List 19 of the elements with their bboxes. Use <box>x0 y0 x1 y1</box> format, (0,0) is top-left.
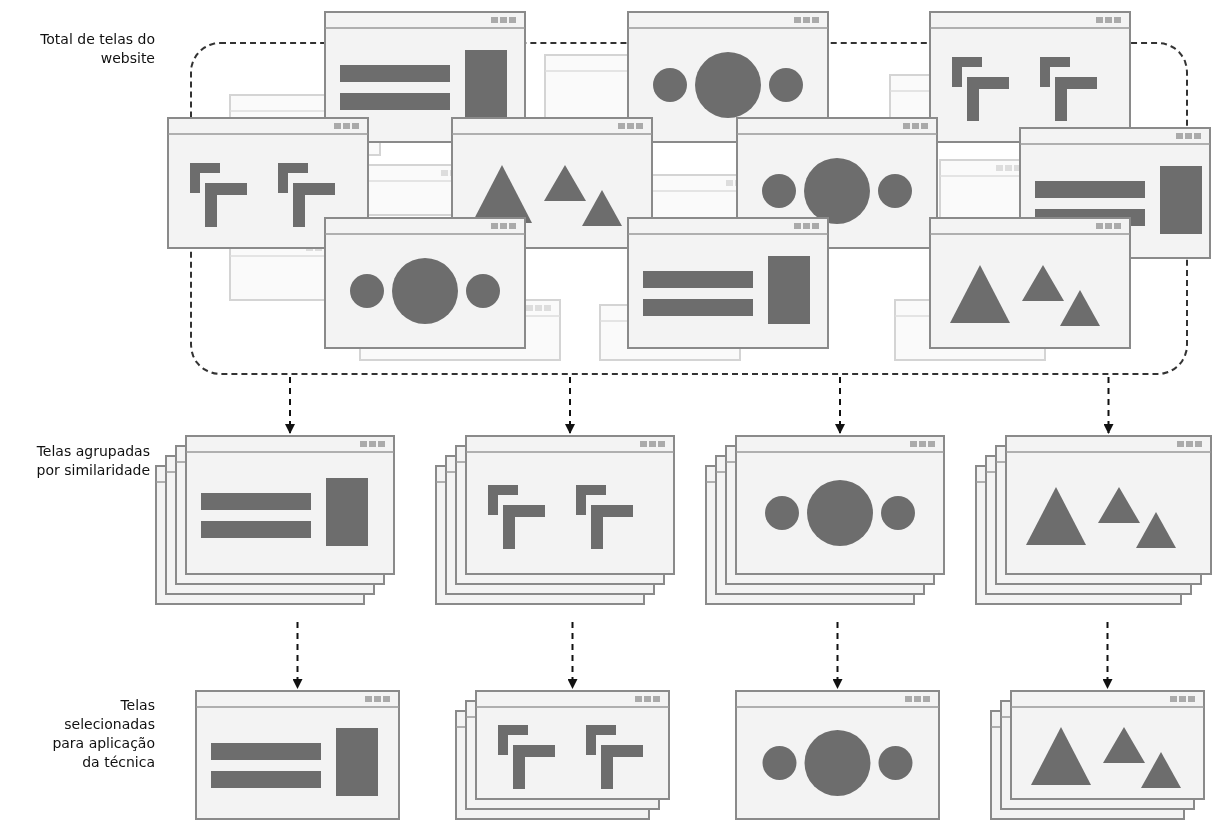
arrow <box>567 621 578 689</box>
screen-stack-drawing <box>155 435 395 605</box>
row-label: Telas selecionadas para aplicação da técnica <box>51 696 155 772</box>
screen-stack-drawing <box>455 690 670 820</box>
arrow <box>565 376 575 434</box>
row-label: Total de telas do website <box>39 30 155 68</box>
screen-stack-drawing <box>975 435 1212 605</box>
arrow <box>285 376 295 434</box>
screen-stack-drawing <box>705 435 945 605</box>
screen-stack-drawing <box>435 435 675 605</box>
arrow <box>1103 376 1114 434</box>
arrow <box>292 621 303 689</box>
arrow <box>832 621 843 689</box>
arrow <box>1102 621 1113 689</box>
arrow <box>835 376 845 434</box>
screen-stack-drawing <box>990 690 1205 820</box>
screen-drawing <box>195 690 400 820</box>
row-label: Telas agrupadas por similaridade <box>35 442 150 480</box>
screen-drawing <box>735 690 940 820</box>
